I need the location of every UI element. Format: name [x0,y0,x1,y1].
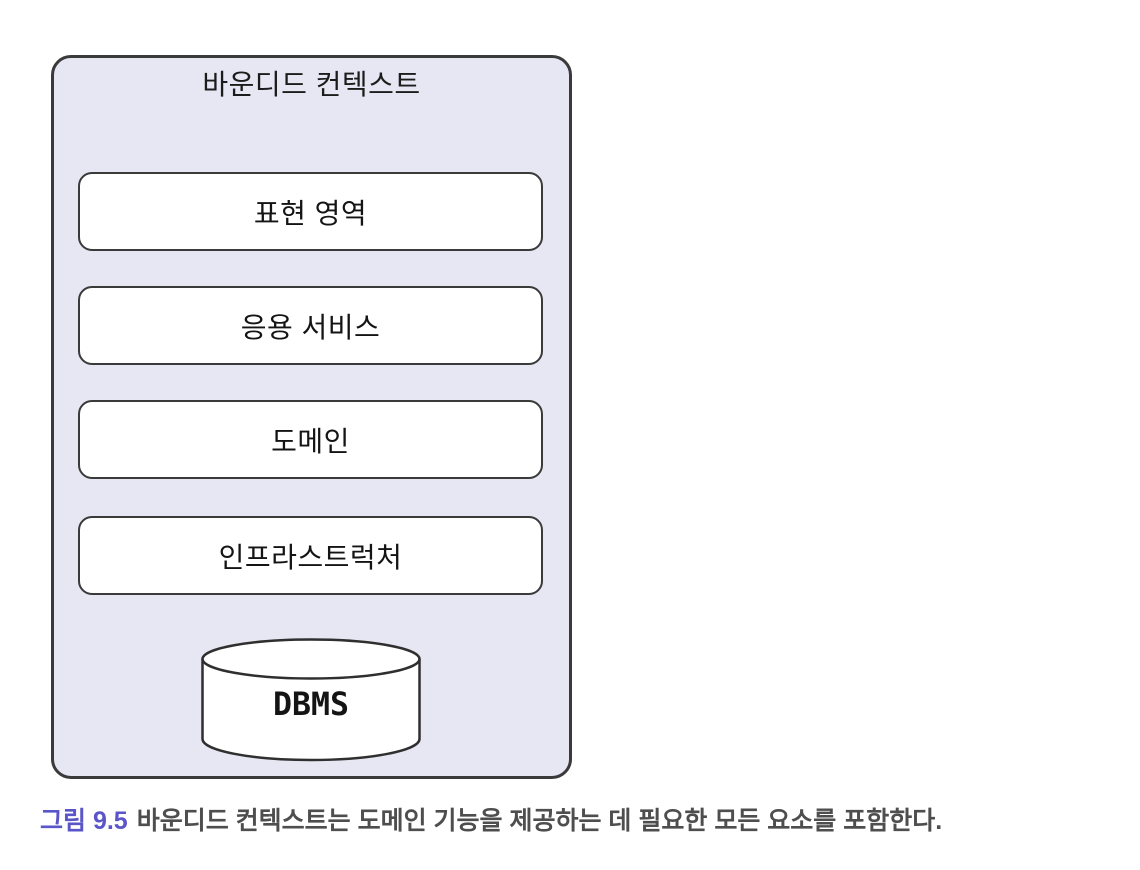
cylinder-top [201,638,421,680]
bounded-context-title: 바운디드 컨텍스트 [202,69,421,100]
layer-label-domain: 도메인 [271,425,350,457]
figure-caption: 그림 9.5 바운디드 컨텍스트는 도메인 기능을 제공하는 데 필요한 모든 요… [40,804,1120,838]
dbms-cylinder-icon: DBMS [199,638,423,763]
figure-caption-text: 바운디드 컨텍스트는 도메인 기능을 제공하는 데 필요한 모든 요소를 포함한… [136,807,943,835]
layer-box-infrastructure: 인프라스트럭처 [78,516,543,595]
layer-box-presentation: 표현 영역 [78,172,543,251]
figure-number-label: 그림 9.5 [40,807,128,835]
dbms-label: DBMS [273,685,349,723]
layer-label-application-service: 응용 서비스 [240,311,381,343]
cylinder-body [201,659,421,762]
layer-box-domain: 도메인 [78,400,543,479]
layer-label-presentation: 표현 영역 [253,197,368,229]
bounded-context-box: 바운디드 컨텍스트 표현 영역 응용 서비스 도메인 인프라스트럭처 DBMS [51,55,572,779]
layer-label-infrastructure: 인프라스트럭처 [218,541,403,573]
layer-box-application-service: 응용 서비스 [78,286,543,365]
